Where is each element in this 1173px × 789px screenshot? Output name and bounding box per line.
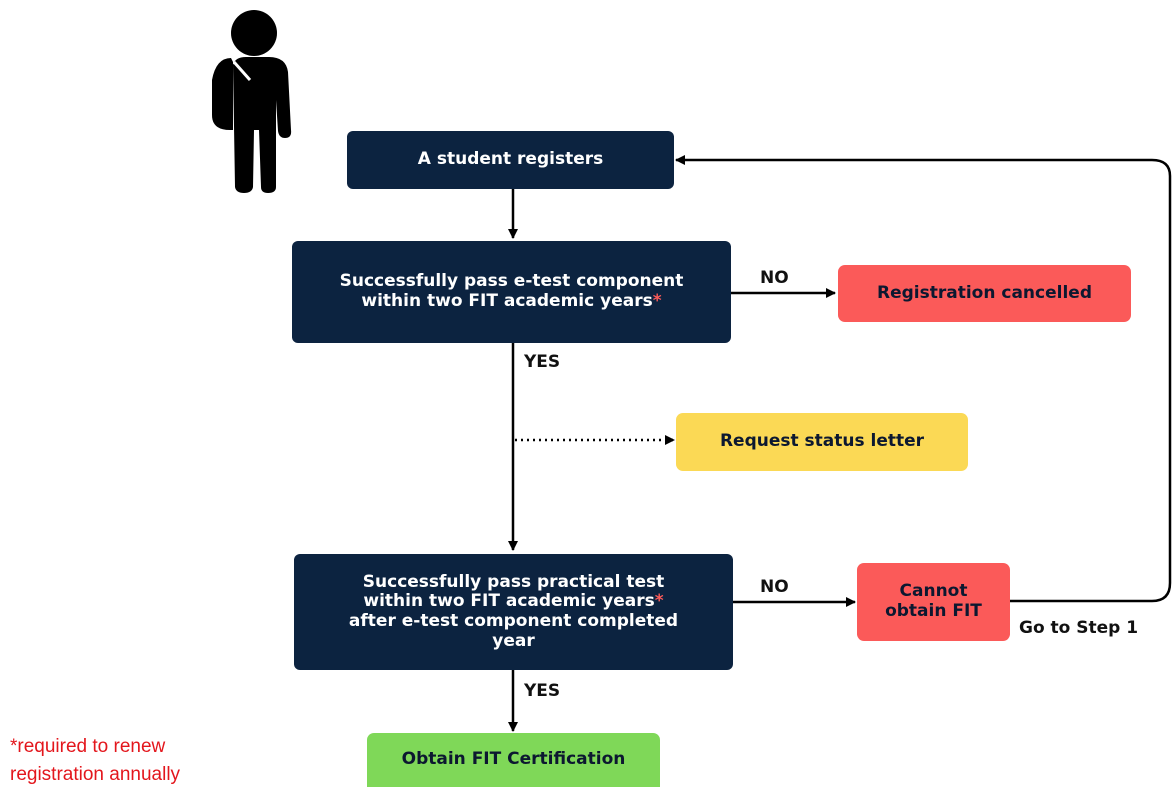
- node-registration-cancelled: Registration cancelled: [838, 265, 1131, 322]
- node-practical-test: Successfully pass practical test within …: [294, 554, 733, 670]
- footnote-line-2: registration annually: [10, 764, 181, 785]
- practical-line-2: within two FIT academic years: [363, 591, 655, 612]
- node-cannot-obtain-fit: Cannot obtain FIT: [857, 563, 1010, 641]
- cannot-line-1: Cannot: [899, 581, 968, 602]
- label-etest-yes: YES: [524, 352, 561, 372]
- footnote-line-1: *required to renew: [10, 736, 166, 757]
- label-go-to-step-1: Go to Step 1: [1019, 618, 1139, 638]
- node-student-registers: A student registers: [347, 131, 674, 189]
- practical-line-3: after e-test component completed: [348, 611, 679, 631]
- node-etest-component: Successfully pass e-test component withi…: [292, 241, 731, 343]
- node-obtain-fit-certification: Obtain FIT Certification: [367, 733, 660, 787]
- loop-back-arrow: [675, 155, 1172, 603]
- label-etest-no: NO: [760, 268, 789, 288]
- node-request-status-letter: Request status letter: [676, 413, 968, 471]
- cannot-line-2: obtain FIT: [885, 601, 982, 621]
- practical-line-4: year: [492, 630, 535, 651]
- etest-line-1: Successfully pass e-test component: [339, 271, 684, 292]
- etest-line-2: within two FIT academic years: [361, 291, 653, 311]
- practical-asterisk: *: [654, 591, 664, 612]
- label-practical-yes: YES: [524, 681, 561, 701]
- practical-line-1: Successfully pass practical test: [362, 571, 665, 592]
- etest-asterisk: *: [652, 291, 662, 311]
- footnote: *required to renew registration annually: [10, 733, 210, 789]
- label-practical-no: NO: [760, 577, 789, 597]
- student-with-backpack-icon: [212, 10, 292, 193]
